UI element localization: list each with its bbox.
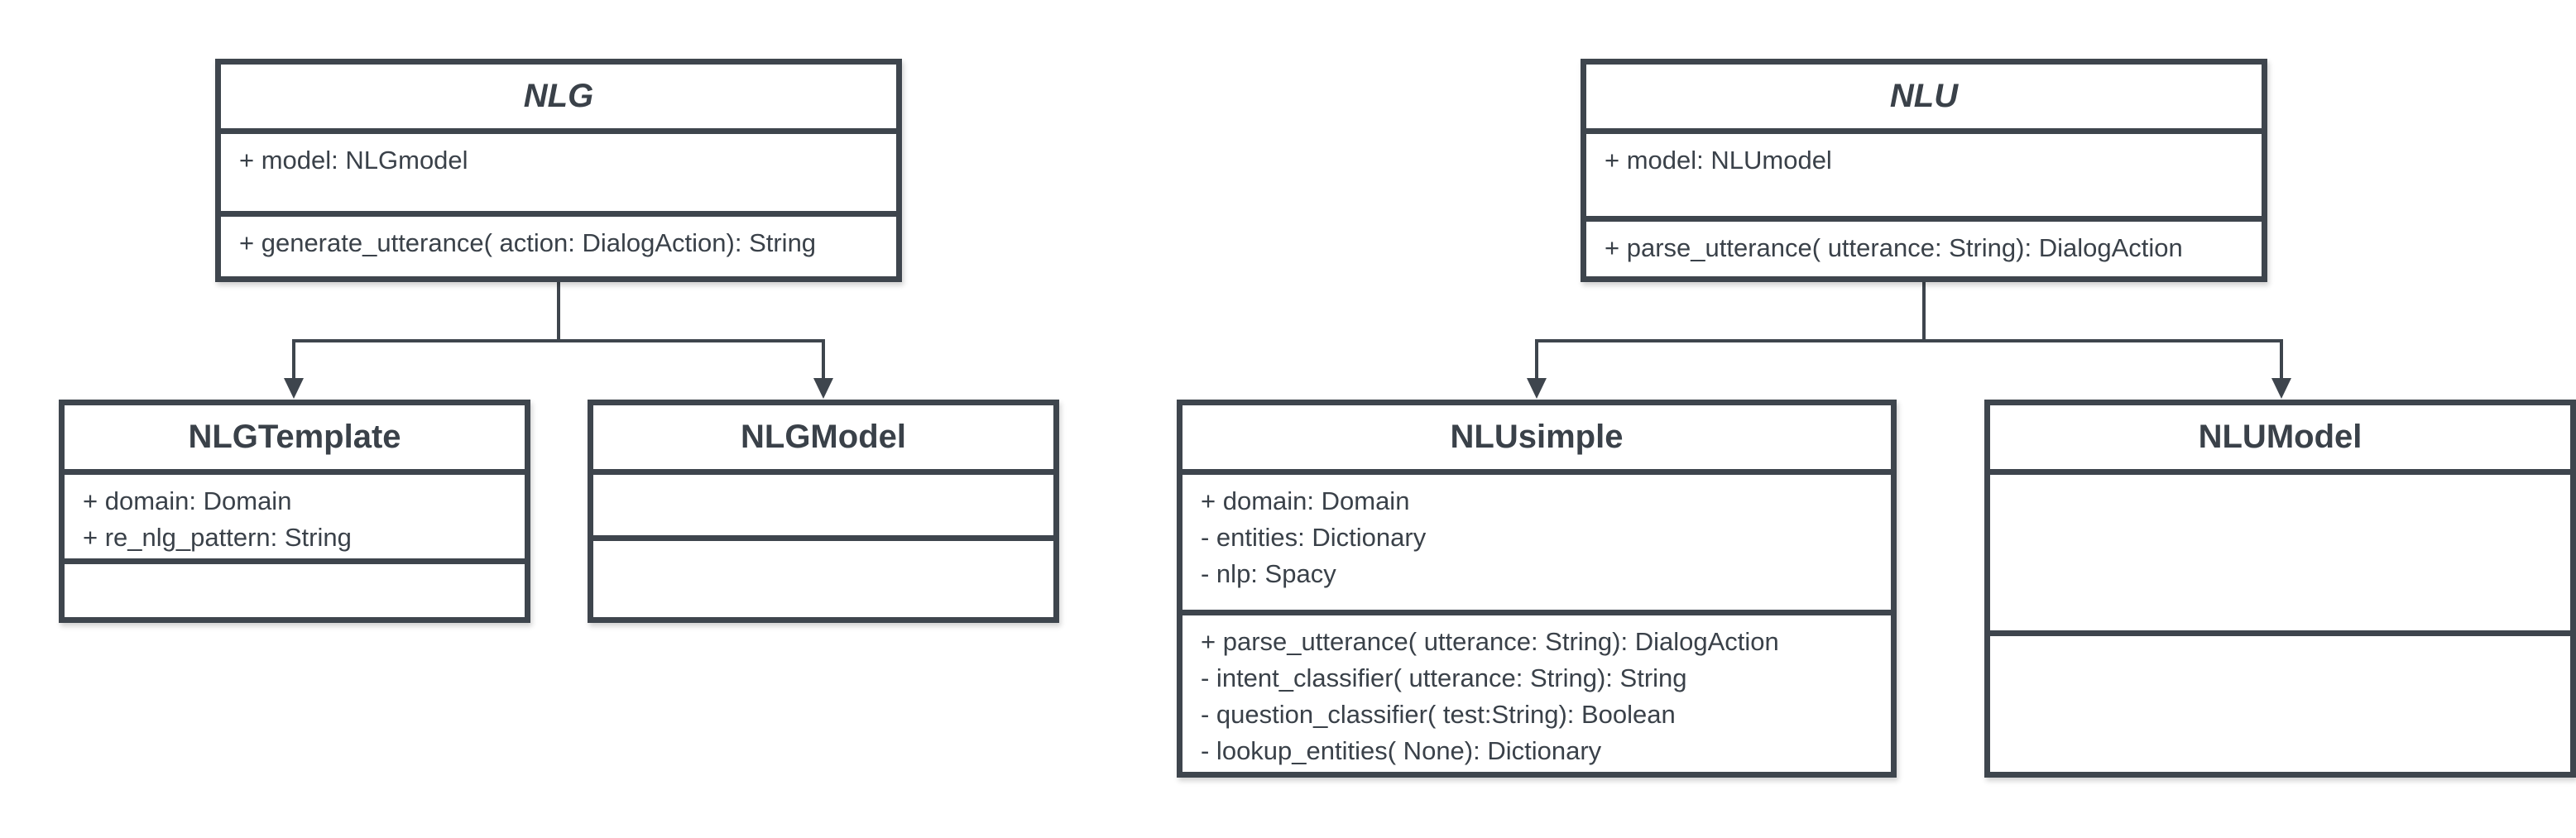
class-nlgmodel[interactable]: NLGModel bbox=[588, 400, 1059, 623]
class-nlgtemplate-name: NLGTemplate bbox=[65, 405, 525, 475]
class-nlusimple-name: NLUsimple bbox=[1182, 405, 1891, 475]
class-nlg-attributes: + model: NLGmodel bbox=[221, 134, 896, 217]
class-nlu[interactable]: NLU + model: NLUmodel + parse_utterance(… bbox=[1581, 59, 2267, 282]
nlu-inheritance-connector bbox=[1527, 281, 2291, 399]
class-nlu-attributes: + model: NLUmodel bbox=[1586, 134, 2262, 222]
class-nlusimple-attributes: + domain: Domain - entities: Dictionary … bbox=[1182, 475, 1891, 615]
class-nlu-name: NLU bbox=[1586, 65, 2262, 134]
nlg-inheritance-connector bbox=[284, 281, 833, 399]
class-nlgtemplate-methods bbox=[65, 564, 525, 617]
method: + parse_utterance( utterance: String): D… bbox=[1605, 233, 2183, 262]
arrowhead-nlusimple bbox=[1527, 378, 1547, 399]
class-nlu-methods: + parse_utterance( utterance: String): D… bbox=[1586, 222, 2262, 276]
class-nlg-methods: + generate_utterance( action: DialogActi… bbox=[221, 217, 896, 276]
method: - intent_classifier( utterance: String):… bbox=[1201, 663, 1687, 692]
attribute: + domain: Domain bbox=[83, 486, 292, 515]
attribute: - entities: Dictionary bbox=[1201, 523, 1427, 552]
class-nlgtemplate-attributes: + domain: Domain + re_nlg_pattern: Strin… bbox=[65, 475, 525, 564]
arrowhead-nlgmodel bbox=[813, 378, 833, 399]
class-nlumodel-name: NLUModel bbox=[1990, 405, 2570, 475]
method: - lookup_entities( None): Dictionary bbox=[1201, 736, 1602, 765]
class-nlg-name: NLG bbox=[221, 65, 896, 134]
attribute: + model: NLUmodel bbox=[1605, 146, 1832, 175]
method: + parse_utterance( utterance: String): D… bbox=[1201, 627, 1779, 656]
class-nlgmodel-name: NLGModel bbox=[593, 405, 1053, 475]
method: - question_classifier( test:String): Boo… bbox=[1201, 700, 1676, 729]
attribute: + re_nlg_pattern: String bbox=[83, 523, 352, 552]
attribute: + model: NLGmodel bbox=[239, 146, 468, 175]
class-nlumodel-attributes bbox=[1990, 475, 2570, 636]
class-nlumodel[interactable]: NLUModel bbox=[1984, 400, 2576, 778]
attribute: + domain: Domain bbox=[1201, 486, 1410, 515]
class-nlusimple[interactable]: NLUsimple + domain: Domain - entities: D… bbox=[1177, 400, 1897, 778]
class-nlgmodel-attributes bbox=[593, 475, 1053, 541]
method: + generate_utterance( action: DialogActi… bbox=[239, 228, 817, 257]
class-nlgmodel-methods bbox=[593, 541, 1053, 617]
arrowhead-nlgtemplate bbox=[284, 378, 304, 399]
attribute: - nlp: Spacy bbox=[1201, 559, 1336, 588]
class-nlg[interactable]: NLG + model: NLGmodel + generate_utteran… bbox=[215, 59, 902, 282]
class-nlgtemplate[interactable]: NLGTemplate + domain: Domain + re_nlg_pa… bbox=[59, 400, 530, 623]
class-nlusimple-methods: + parse_utterance( utterance: String): D… bbox=[1182, 615, 1891, 772]
arrowhead-nlumodel bbox=[2271, 378, 2291, 399]
class-nlumodel-methods bbox=[1990, 636, 2570, 772]
